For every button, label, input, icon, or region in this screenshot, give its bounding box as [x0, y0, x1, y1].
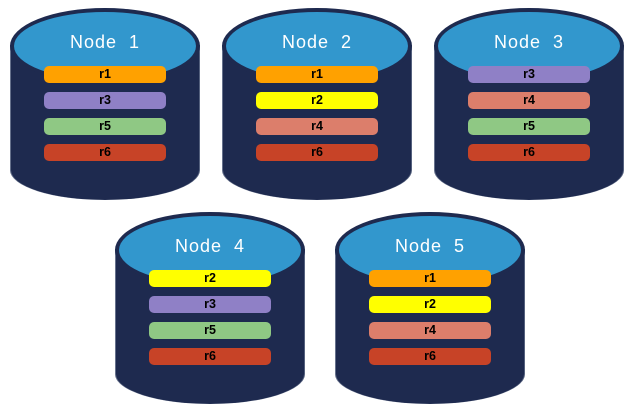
node-cylinder-1: Node 1 r1 r3 r5 r6: [10, 8, 200, 200]
replica-bar: r4: [468, 92, 590, 109]
replica-bar: r4: [369, 322, 491, 339]
node-title: Node 5: [394, 236, 466, 256]
replica-bar: r3: [468, 66, 590, 83]
replica-bar: r6: [44, 144, 166, 161]
node-cylinder-3: Node 3 r3 r4 r5 r6: [434, 8, 624, 200]
replica-list: r3 r4 r5 r6: [468, 66, 590, 170]
replica-bar: r2: [149, 270, 271, 287]
replica-bar: r2: [256, 92, 378, 109]
replica-bar: r6: [149, 348, 271, 365]
replica-bar: r5: [44, 118, 166, 135]
replica-bar: r6: [468, 144, 590, 161]
replica-list: r2 r3 r5 r6: [149, 270, 271, 374]
replica-bar: r4: [256, 118, 378, 135]
node-cylinder-2: Node 2 r1 r2 r4 r6: [222, 8, 412, 200]
node-title: Node 2: [281, 32, 353, 52]
replica-bar: r1: [256, 66, 378, 83]
replica-bar: r1: [44, 66, 166, 83]
node-title: Node 1: [69, 32, 141, 52]
replica-bar: r3: [44, 92, 166, 109]
node-title: Node 3: [493, 32, 565, 52]
replica-bar: r6: [369, 348, 491, 365]
replica-bar: r6: [256, 144, 378, 161]
replica-bar: r5: [149, 322, 271, 339]
replica-bar: r2: [369, 296, 491, 313]
cylinder-top-ellipse: [335, 212, 525, 288]
node-title: Node 4: [174, 236, 246, 256]
replica-list: r1 r2 r4 r6: [369, 270, 491, 374]
replica-bar: r1: [369, 270, 491, 287]
node-cylinder-5: Node 5 r1 r2 r4 r6: [335, 212, 525, 404]
replica-list: r1 r2 r4 r6: [256, 66, 378, 170]
replica-bar: r3: [149, 296, 271, 313]
replica-list: r1 r3 r5 r6: [44, 66, 166, 170]
node-cylinder-4: Node 4 r2 r3 r5 r6: [115, 212, 305, 404]
replica-bar: r5: [468, 118, 590, 135]
cylinder-top-ellipse: [10, 8, 200, 84]
